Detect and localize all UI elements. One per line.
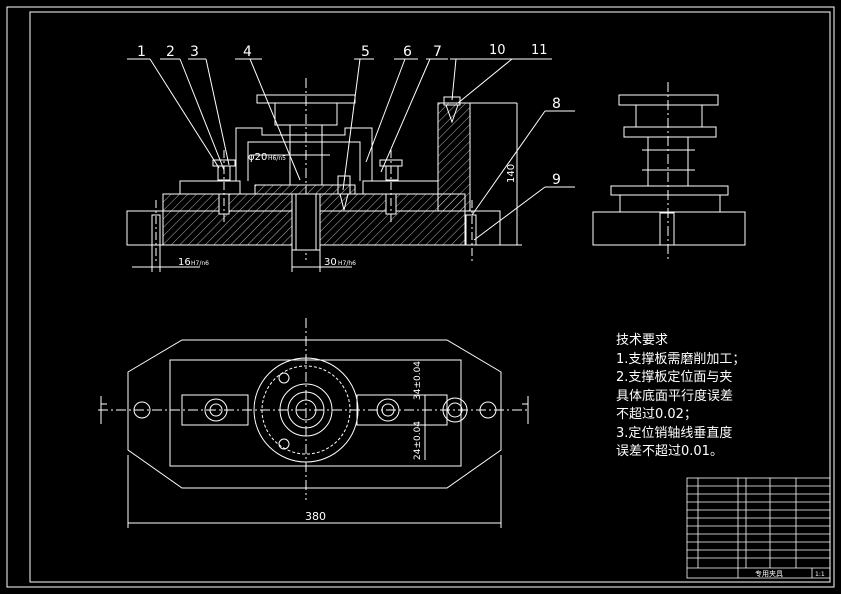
side-view bbox=[592, 82, 746, 262]
balloon-7: 7 bbox=[433, 44, 442, 60]
balloon-10: 10 bbox=[489, 43, 506, 58]
dim-pin-mid-fit: H7/h6 bbox=[338, 260, 356, 267]
tech-requirement-line-6: 误差不超过0.01。 bbox=[616, 444, 723, 459]
dimension-texts: φ20 H6/n5 16 H7/n6 30 H7/h6 140 34±0.04 … bbox=[178, 152, 517, 523]
dim-pin-mid: 30 bbox=[324, 257, 337, 268]
dim-bore-fit: H6/n5 bbox=[268, 155, 286, 162]
title-block bbox=[686, 477, 831, 579]
balloon-5: 5 bbox=[361, 44, 370, 60]
tech-requirement-line-1: 1.支撑板需磨削加工； bbox=[616, 351, 746, 367]
balloon-11: 11 bbox=[531, 43, 548, 58]
balloon-4: 4 bbox=[243, 44, 252, 60]
tech-requirement-line-2: 2.支撑板定位面与夹 bbox=[616, 370, 733, 385]
title-block-drawing-name: 专用夹具 bbox=[755, 569, 783, 578]
balloon-6: 6 bbox=[403, 44, 412, 60]
top-view bbox=[98, 318, 530, 528]
dim-bore-dia: φ20 bbox=[248, 152, 267, 163]
dim-height: 140 bbox=[506, 164, 517, 183]
tech-requirement-line-3: 具体底面平行度误差 bbox=[616, 388, 734, 404]
tech-requirements-heading: 技术要求 bbox=[616, 333, 669, 348]
balloon-1: 1 bbox=[137, 44, 146, 60]
balloon-2: 2 bbox=[166, 44, 175, 60]
title-block-scale: 1:1 bbox=[815, 571, 825, 578]
balloon-8: 8 bbox=[552, 96, 561, 112]
balloon-9: 9 bbox=[552, 172, 561, 188]
front-section-view bbox=[126, 78, 522, 272]
tech-requirement-line-5: 3.定位销轴线垂直度 bbox=[616, 425, 733, 441]
drawing-frame bbox=[6, 6, 835, 588]
leader-lines bbox=[127, 58, 575, 241]
tech-requirement-line-4: 不超过0.02； bbox=[616, 407, 697, 422]
balloon-3: 3 bbox=[190, 44, 199, 60]
drawing-inner-frame bbox=[29, 11, 831, 583]
dim-offset-bottom: 24±0.04 bbox=[413, 421, 423, 460]
dim-pin-left: 16 bbox=[178, 257, 191, 268]
dim-overall-length: 380 bbox=[305, 510, 326, 523]
dim-offset-top: 34±0.04 bbox=[413, 361, 423, 400]
dim-pin-left-fit: H7/n6 bbox=[191, 260, 209, 267]
technical-requirements: 技术要求 1.支撑板需磨削加工； 2.支撑板定位面与夹 具体底面平行度误差 不超… bbox=[616, 332, 745, 462]
balloon-numbers: 1 2 3 4 5 6 7 10 11 8 9 bbox=[137, 43, 561, 188]
